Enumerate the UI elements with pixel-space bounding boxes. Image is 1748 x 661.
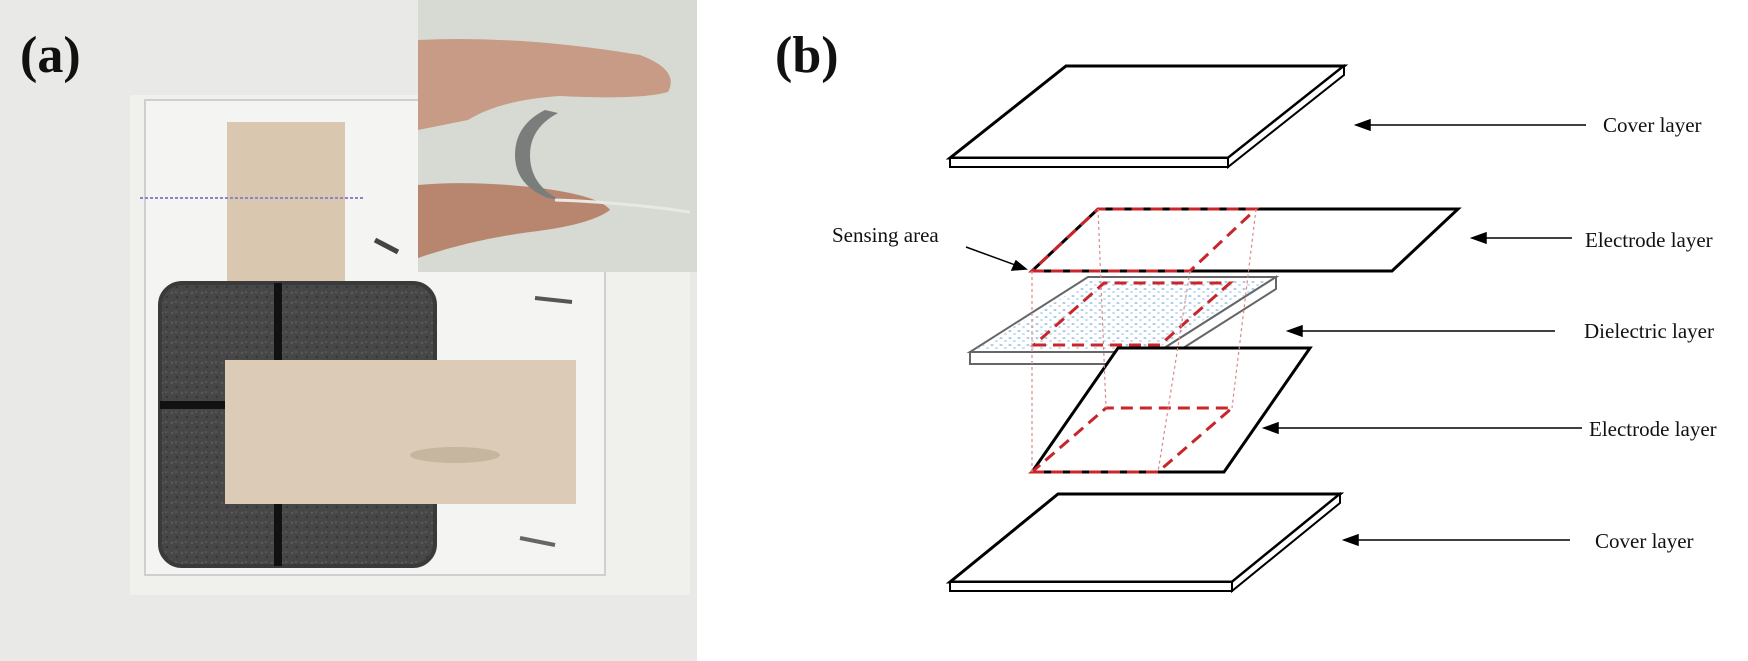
label-electrode-layer-bottom: Electrode layer — [1589, 417, 1717, 441]
label-cover-layer-bottom: Cover layer — [1595, 529, 1694, 553]
pen-mark — [373, 237, 400, 255]
strip-stain — [410, 447, 500, 463]
finger-bottom — [418, 183, 610, 258]
panel-a-photo — [0, 0, 697, 661]
electrode-layer-bottom — [1029, 346, 1313, 474]
projection-lines — [1031, 208, 1257, 473]
pen-mark — [519, 536, 556, 547]
panel-a-label: (a) — [20, 27, 81, 84]
bottom-electrode-strip — [225, 360, 576, 504]
inset-bending-photo — [418, 0, 697, 272]
panel-b-label: (b) — [775, 27, 839, 84]
film-edge — [554, 198, 691, 214]
electrode-layer-top — [1028, 207, 1462, 273]
label-electrode-layer-top: Electrode layer — [1585, 228, 1713, 252]
sensing-area-outline-dielectric — [1030, 281, 1234, 347]
bent-sensor — [515, 110, 560, 200]
label-arrows — [965, 118, 1586, 547]
label-dielectric-layer: Dielectric layer — [1584, 319, 1714, 343]
finger-top — [418, 39, 671, 130]
pen-mark — [534, 296, 573, 304]
cover-layer-top — [945, 63, 1349, 170]
cover-layer-bottom — [945, 491, 1345, 594]
label-cover-layer-top: Cover layer — [1603, 113, 1702, 137]
panel-b-diagram — [945, 63, 1586, 594]
top-electrode-strip — [227, 122, 345, 292]
sensing-area-outline-bottom — [1027, 406, 1237, 474]
label-sensing-area: Sensing area — [832, 223, 939, 247]
